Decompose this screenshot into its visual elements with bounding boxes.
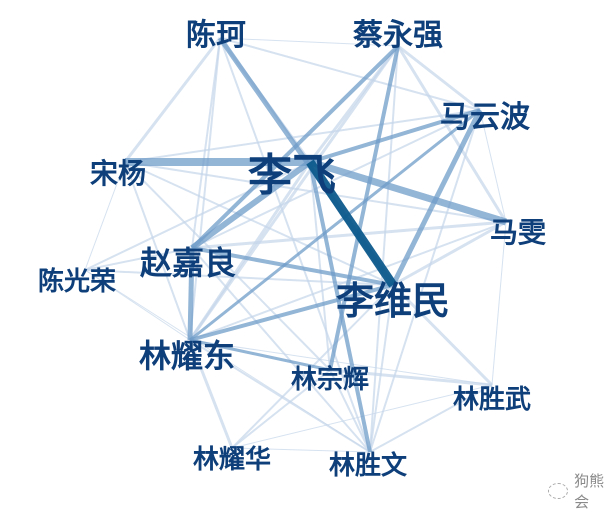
edge-songyang-linyaodong xyxy=(124,161,191,341)
edge-linshengwen-zhaojialiang xyxy=(191,247,371,453)
node-label-liweimin: 李维民 xyxy=(335,279,451,323)
edge-songyang-linzonghui xyxy=(124,161,331,371)
edge-caiyongqiang-linshengwen xyxy=(369,45,399,453)
edge-lifei-linshengwen xyxy=(308,161,372,453)
edge-mayunbo-liweimin xyxy=(390,108,483,287)
edge-linyaodong-liweimin xyxy=(189,283,394,342)
edge-chenke-caiyongqiang xyxy=(219,37,399,47)
edge-linyaodong-linshengwen xyxy=(189,339,371,453)
edge-mayunbo-linyaodong xyxy=(189,108,481,342)
edge-zhaojialiang-mawen xyxy=(191,220,507,250)
node-label-chenguangrong: 陈光荣 xyxy=(37,267,117,297)
node-label-linzonghui: 林宗辉 xyxy=(290,365,370,395)
edge-linyaodong-lifei xyxy=(188,161,312,341)
edge-mawen-liweimin xyxy=(392,220,507,287)
edge-linyaodong-linyaohua xyxy=(188,339,234,449)
node-label-songyang: 宋杨 xyxy=(89,157,147,190)
edge-zhaojialiang-linyaodong xyxy=(187,247,195,341)
edge-songyang-mayunbo xyxy=(124,109,481,163)
wechat-icon xyxy=(548,483,569,499)
edge-layer xyxy=(84,36,508,453)
edge-linzonghui-lifei xyxy=(309,161,331,371)
edge-mayunbo-zhaojialiang xyxy=(191,109,481,249)
node-label-mayunbo: 马云波 xyxy=(440,100,530,135)
node-label-chenke: 陈珂 xyxy=(186,18,246,53)
edge-lifei-zhaojialiang xyxy=(190,159,312,251)
node-label-linyaohua: 林耀华 xyxy=(192,445,272,475)
node-label-linshengwen: 林胜文 xyxy=(328,451,408,481)
edge-mayunbo-linshengwen xyxy=(369,109,481,453)
edge-caiyongqiang-lifei xyxy=(308,45,400,163)
edge-chenke-mayunbo xyxy=(219,37,481,111)
node-label-mawen: 马雯 xyxy=(489,216,547,249)
edge-caiyongqiang-mayunbo xyxy=(397,44,481,112)
edge-chenguangrong-songyang xyxy=(84,161,126,271)
node-label-linshengwu: 林胜武 xyxy=(452,385,532,415)
node-label-lifei: 李飞 xyxy=(248,150,336,201)
edge-chenke-linshengwen xyxy=(219,37,371,453)
edge-chenke-zhaojialiang xyxy=(191,37,221,249)
edge-caiyongqiang-zhaojialiang xyxy=(190,44,400,250)
edge-mawen-linshengwu xyxy=(491,221,507,386)
watermark: 狗熊会 xyxy=(548,470,615,512)
node-label-zhaojialiang: 赵嘉良 xyxy=(139,244,237,282)
edge-linyaodong-linzonghui xyxy=(189,338,331,372)
edge-chenke-songyang xyxy=(123,37,222,163)
watermark-text: 狗熊会 xyxy=(574,472,605,511)
edge-linyaohua-linshengwen xyxy=(231,447,371,453)
edge-mayunbo-lifei xyxy=(309,108,481,164)
node-label-linyaodong: 林耀东 xyxy=(138,337,236,375)
edge-linzonghui-linshengwen xyxy=(329,369,371,453)
edge-chenguangrong-lifei xyxy=(84,161,311,271)
edge-mayunbo-mawen xyxy=(479,109,507,223)
edge-lifei-mawen xyxy=(308,158,508,226)
edge-lifei-liweimin xyxy=(306,159,397,288)
edge-zhaojialiang-liweimin xyxy=(191,246,394,287)
edge-linshengwen-linshengwu xyxy=(369,384,493,453)
edge-linzonghui-linyaohua xyxy=(231,369,331,449)
node-label-caiyongqiang: 蔡永强 xyxy=(353,18,443,53)
edge-liweimin-linshengwu xyxy=(391,283,494,387)
edge-songyang-liweimin xyxy=(124,161,394,286)
edge-linshengwu-linyaodong xyxy=(189,339,493,386)
edge-chenguangrong-zhaojialiang xyxy=(84,247,193,271)
edge-chenke-linyaodong xyxy=(189,37,221,341)
edge-linzonghui-linshengwu xyxy=(329,368,493,387)
